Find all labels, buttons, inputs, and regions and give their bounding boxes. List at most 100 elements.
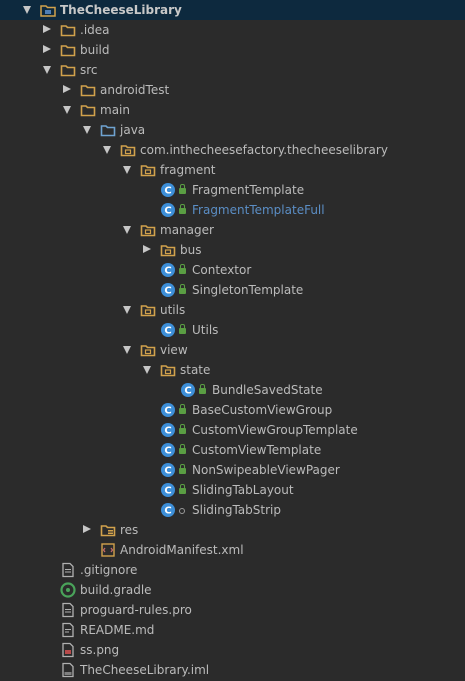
tree-row-label: main (100, 103, 130, 117)
tree-row-label: Contextor (192, 263, 252, 277)
svg-text:C: C (164, 406, 171, 417)
tree-row[interactable]: androidTest (0, 80, 465, 100)
tree-row[interactable]: C BundleSavedState (0, 380, 465, 400)
tree-row[interactable]: C SingletonTemplate (0, 280, 465, 300)
tree-row-label: utils (160, 303, 186, 317)
chevron-right-icon[interactable] (43, 45, 51, 53)
tree-row[interactable]: C BaseCustomViewGroup (0, 400, 465, 420)
class-icon: C (160, 182, 176, 198)
tree-row-label: androidTest (100, 83, 170, 97)
chevron-right-icon[interactable] (143, 245, 151, 253)
tree-row-label: fragment (160, 163, 216, 177)
tree-row[interactable]: C FragmentTemplateFull (0, 200, 465, 220)
svg-text:C: C (164, 446, 171, 457)
chevron-down-icon[interactable] (123, 226, 131, 234)
tree-row[interactable]: C Utils (0, 320, 465, 340)
class-icon: C (160, 462, 176, 478)
tree-row-label: manager (160, 223, 214, 237)
chevron-down-icon[interactable] (83, 126, 91, 134)
chevron-down-icon[interactable] (23, 6, 31, 14)
tree-row[interactable]: main (0, 100, 465, 120)
lock-icon (179, 204, 186, 214)
tree-row[interactable]: TheCheeseLibrary (0, 0, 465, 20)
source-folder-icon (100, 122, 116, 138)
markdown-icon (60, 622, 76, 638)
chevron-down-icon[interactable] (43, 66, 51, 74)
svg-text:C: C (164, 266, 171, 277)
tree-row[interactable]: src (0, 60, 465, 80)
folder-icon (60, 42, 76, 58)
tree-row[interactable]: build (0, 40, 465, 60)
class-icon: C (160, 442, 176, 458)
chevron-right-icon[interactable] (83, 525, 91, 533)
tree-row-label: FragmentTemplateFull (192, 203, 325, 217)
manifest-icon (100, 542, 116, 558)
package-icon (160, 242, 176, 258)
image-file-icon (60, 642, 76, 658)
tree-row-label: ss.png (80, 643, 120, 657)
chevron-right-icon[interactable] (63, 85, 71, 93)
tree-row[interactable]: ss.png (0, 640, 465, 660)
tree-row[interactable]: C Contextor (0, 260, 465, 280)
tree-row-label: Utils (192, 323, 219, 337)
package-icon (140, 222, 156, 238)
file-icon (60, 562, 76, 578)
tree-row[interactable]: build.gradle (0, 580, 465, 600)
class-icon: C (160, 422, 176, 438)
tree-row[interactable]: .idea (0, 20, 465, 40)
svg-text:C: C (184, 386, 191, 397)
lock-icon (179, 464, 186, 474)
lock-icon (179, 444, 186, 454)
svg-text:C: C (164, 466, 171, 477)
tree-row-label: SingletonTemplate (192, 283, 304, 297)
chevron-down-icon[interactable] (63, 106, 71, 114)
package-icon (140, 162, 156, 178)
gradle-icon (60, 582, 76, 598)
chevron-down-icon[interactable] (143, 366, 151, 374)
package-icon (140, 342, 156, 358)
tree-row[interactable]: AndroidManifest.xml (0, 540, 465, 560)
chevron-down-icon[interactable] (123, 166, 131, 174)
chevron-down-icon[interactable] (123, 306, 131, 314)
module-folder-icon (40, 2, 56, 18)
lock-icon (179, 264, 186, 274)
tree-row[interactable]: TheCheeseLibrary.iml (0, 660, 465, 680)
tree-row[interactable]: utils (0, 300, 465, 320)
tree-row-label: AndroidManifest.xml (120, 543, 244, 557)
chevron-right-icon[interactable] (43, 25, 51, 33)
tree-row-label: NonSwipeableViewPager (192, 463, 340, 477)
tree-row[interactable]: state (0, 360, 465, 380)
folder-icon (80, 82, 96, 98)
svg-text:C: C (164, 426, 171, 437)
tree-row-label: SlidingTabStrip (192, 503, 281, 517)
tree-row[interactable]: bus (0, 240, 465, 260)
class-icon: C (160, 282, 176, 298)
svg-text:C: C (164, 206, 171, 217)
class-icon: C (160, 322, 176, 338)
tree-row-label: BaseCustomViewGroup (192, 403, 333, 417)
tree-row[interactable]: java (0, 120, 465, 140)
tree-row-label: BundleSavedState (212, 383, 323, 397)
tree-row[interactable]: proguard-rules.pro (0, 600, 465, 620)
tree-row[interactable]: fragment (0, 160, 465, 180)
dot-icon (179, 508, 185, 514)
tree-row[interactable]: view (0, 340, 465, 360)
package-icon (120, 142, 136, 158)
tree-row[interactable]: C SlidingTabLayout (0, 480, 465, 500)
class-icon: C (160, 402, 176, 418)
tree-row-label: SlidingTabLayout (192, 483, 294, 497)
class-icon: C (160, 482, 176, 498)
tree-row[interactable]: .gitignore (0, 560, 465, 580)
tree-row[interactable]: manager (0, 220, 465, 240)
tree-row[interactable]: res (0, 520, 465, 540)
tree-row[interactable]: C NonSwipeableViewPager (0, 460, 465, 480)
chevron-down-icon[interactable] (123, 346, 131, 354)
tree-row[interactable]: com.inthecheesefactory.thecheeselibrary (0, 140, 465, 160)
tree-row[interactable]: README.md (0, 620, 465, 640)
chevron-down-icon[interactable] (103, 146, 111, 154)
tree-row-label: build (80, 43, 110, 57)
